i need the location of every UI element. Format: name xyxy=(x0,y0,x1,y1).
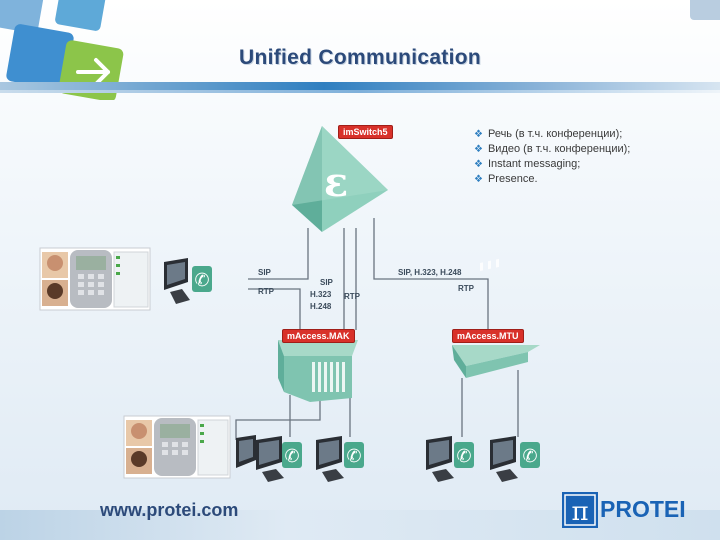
link-label-right-rtp: RTP xyxy=(458,284,474,293)
link-label-mid-h248: H.248 xyxy=(310,302,332,311)
bullet-icon: ❖ xyxy=(474,174,483,185)
link-label-left-rtp: RTP xyxy=(258,287,274,296)
workstation-phone-2: ✆ xyxy=(316,436,364,482)
softphone-panel-top xyxy=(39,247,151,311)
bullet-icon: ❖ xyxy=(474,144,483,155)
imswitch-badge: imSwitch5 xyxy=(338,125,393,139)
workstation-phone-1: ✆ xyxy=(256,436,302,482)
feature-list: ❖Речь (в т.ч. конференции); ❖Видео (в т.… xyxy=(474,127,630,187)
link-label-mid-h323: H.323 xyxy=(310,290,332,299)
footer-band xyxy=(0,510,720,540)
imswitch-core-node: ε xyxy=(292,126,388,232)
protei-logo-text: PROTEI xyxy=(600,496,686,522)
workstation-lower-pc xyxy=(236,435,256,468)
softphone-panel-bottom xyxy=(123,415,231,479)
phone-icon: ✆ xyxy=(346,446,361,467)
mtu-gateway-node xyxy=(452,258,540,378)
protei-logo-icon: π xyxy=(562,492,598,528)
bullet-icon: ❖ xyxy=(474,129,483,140)
phone-icon: ✆ xyxy=(456,446,471,467)
core-logo-glyph: ε xyxy=(324,159,348,206)
mak-badge: mAccess.MAK xyxy=(282,329,355,343)
link-left-pc-to-mak xyxy=(248,288,301,330)
page-title: Unified Communication xyxy=(239,46,481,69)
link-core-to-mtu xyxy=(373,218,489,330)
list-item: ❖Instant messaging; xyxy=(474,158,581,170)
mtu-badge: mAccess.MTU xyxy=(452,329,524,343)
workstation-left-pc: ✆ xyxy=(164,258,212,304)
link-core-to-left-pc xyxy=(248,228,309,280)
workstation-phone-3: ✆ xyxy=(426,436,474,482)
list-item: ❖Presence. xyxy=(474,173,538,185)
link-label-mid-rtp: RTP xyxy=(344,292,360,301)
list-item: ❖Речь (в т.ч. конференции); xyxy=(474,128,623,140)
bullet-icon: ❖ xyxy=(474,159,483,170)
workstation-phone-4: ✆ xyxy=(490,436,540,482)
phone-icon: ✆ xyxy=(194,270,209,291)
website-link[interactable]: www.protei.com xyxy=(100,500,239,520)
link-lower-pc-to-mak xyxy=(235,395,321,440)
arrow-right-icon xyxy=(76,58,110,86)
list-item: ❖Видео (в т.ч. конференции); xyxy=(474,143,631,155)
title-divider-shadow xyxy=(0,90,720,93)
corner-decoration-right xyxy=(690,0,720,20)
link-label-right-signaling: SIP, H.323, H.248 xyxy=(398,268,462,277)
svg-text:π: π xyxy=(571,497,588,527)
phone-icon: ✆ xyxy=(522,446,537,467)
link-label-left-sip: SIP xyxy=(258,268,271,277)
title-divider xyxy=(0,82,720,90)
link-label-mid-sip: SIP xyxy=(320,278,333,287)
phone-icon: ✆ xyxy=(284,446,299,467)
mak-gateway-node xyxy=(278,340,358,402)
